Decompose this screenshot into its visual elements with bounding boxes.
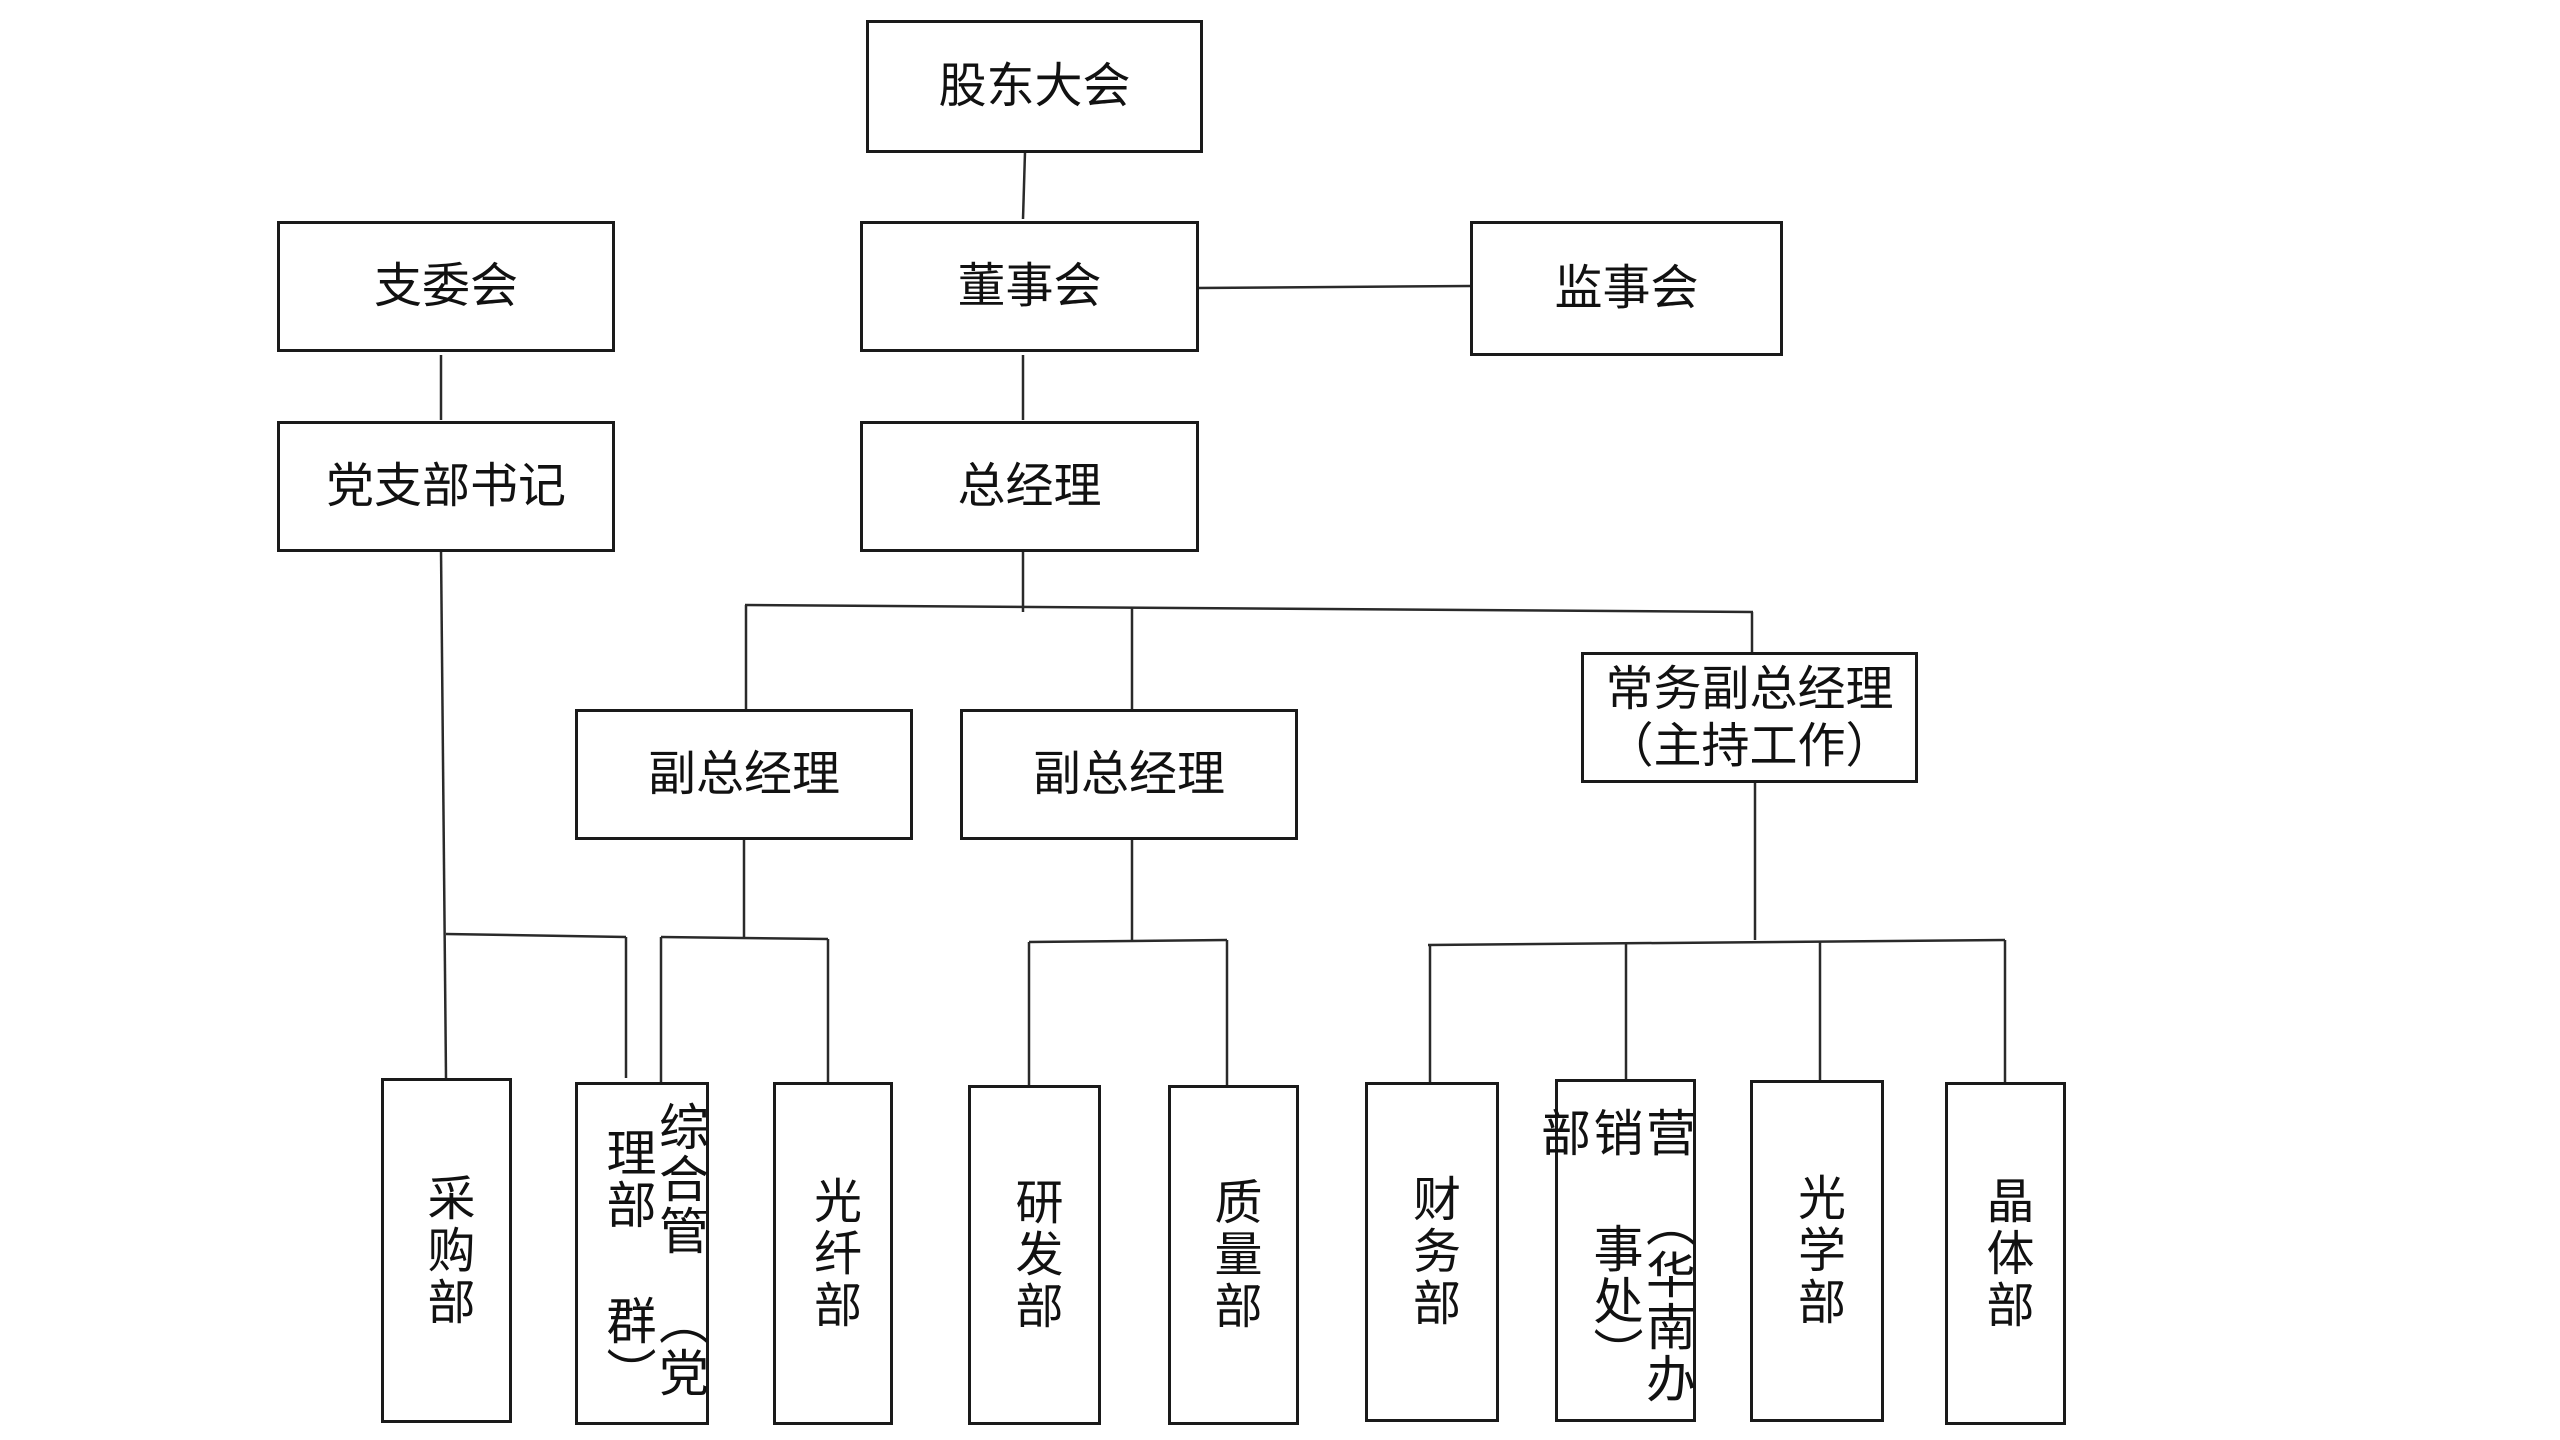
node-party-branch-secretary: 党支部书记 [277,421,615,552]
node-deputy-general-manager-2: 副总经理 [960,709,1298,840]
node-dept-finance: 财务部 [1365,1082,1499,1422]
node-dept-sales: 营销部 （华南办事处） [1533,1079,1697,1422]
node-board-of-supervisors: 监事会 [1470,221,1783,356]
node-branch-committee: 支委会 [277,221,615,352]
connector-gm-horizontal-bus [744,603,1754,614]
node-dept-crystal: 晶体部 [1945,1082,2066,1425]
connector-exec-bus [1427,938,2006,947]
exec-deputy-note: （主持工作） [1605,717,1894,774]
node-dept-fiber: 光纤部 [773,1082,893,1425]
node-board-of-directors: 董事会 [860,221,1199,352]
node-dept-purchasing: 采购部 [381,1078,512,1423]
sales-dept-note: （华南办事处） [1585,1197,1697,1406]
node-executive-deputy-general-manager: 常务副总经理 （主持工作） [1581,652,1918,783]
node-dept-quality: 质量部 [1168,1085,1299,1425]
exec-deputy-title: 常务副总经理 [1605,660,1894,717]
node-general-manager: 总经理 [860,421,1199,552]
sales-dept-name: 营销部 [1533,1106,1696,1159]
connector-board-supervisors [1195,284,1471,290]
connector-shareholders-board [1021,151,1027,220]
connector-deputy1-bus [660,935,829,941]
connector-secretary-purchasing [439,548,448,1079]
node-deputy-general-manager-1: 副总经理 [575,709,913,840]
admin-dept-name: 综合管理部 [598,1100,710,1257]
connector-deputy2-bus [1028,938,1228,944]
node-shareholders-meeting: 股东大会 [866,20,1203,153]
node-dept-optics: 光学部 [1750,1080,1884,1422]
node-dept-rnd: 研发部 [968,1085,1101,1425]
connector-secretary-admin-horizontal [445,932,627,939]
node-dept-general-admin: 综合管理部 （党群） [575,1082,709,1425]
admin-dept-note: （党群） [598,1295,710,1400]
